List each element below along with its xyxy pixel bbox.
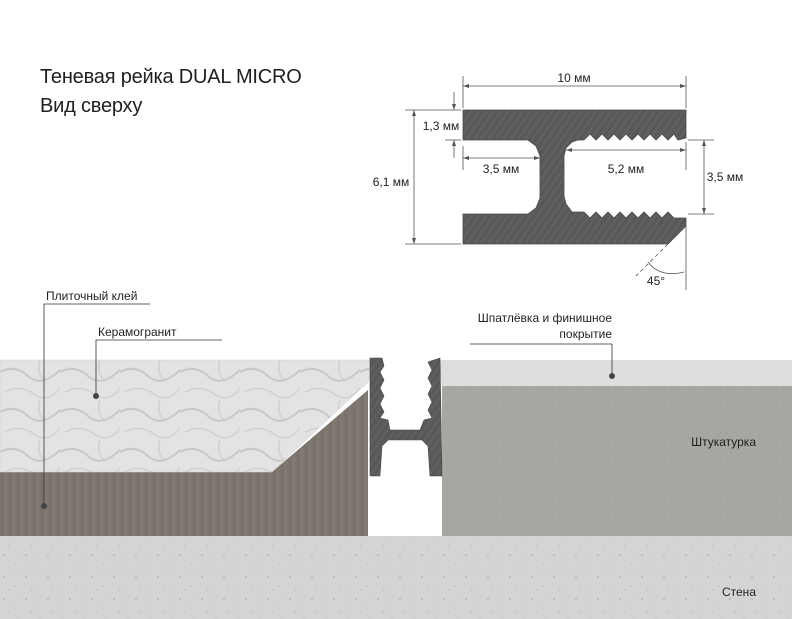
dim-flange-thickness: 1,3 мм (423, 119, 460, 133)
putty-layer (430, 360, 792, 386)
dim-right-groove: 5,2 мм (608, 162, 645, 176)
diagram-title: Теневая рейка DUAL MICRO (40, 66, 302, 88)
label-porcelain-tile: Керамогранит (98, 325, 177, 339)
profile-shape (462, 109, 687, 245)
gap-void (370, 476, 440, 536)
label-putty-finish-line2: покрытие (559, 327, 612, 341)
profile-section (369, 357, 443, 477)
profile-detail: 10 мм 6,1 мм 1,3 мм 3,5 мм 5,2 мм 3,5 мм… (373, 71, 744, 290)
label-tile-adhesive: Плиточный клей (46, 289, 137, 303)
wall-layer (0, 536, 792, 619)
porcelain-tile-layer (0, 359, 379, 473)
dim-left-groove: 3,5 мм (483, 162, 520, 176)
adhesive-layer (0, 390, 368, 536)
label-wall: Стена (722, 585, 756, 599)
dim-height-total: 6,1 мм (373, 175, 410, 189)
cross-section: Плиточный клей Керамогранит Шпатлёвка и … (0, 289, 792, 619)
label-putty-finish-line1: Шпатлёвка и финишное (478, 311, 613, 325)
plaster-layer (442, 386, 792, 536)
dim-width-total: 10 мм (557, 71, 590, 85)
diagram-subtitle: Вид сверху (40, 95, 143, 117)
dim-angle: 45° (647, 274, 665, 288)
label-plaster: Штукатурка (691, 435, 756, 449)
dim-right-depth: 3,5 мм (707, 170, 744, 184)
